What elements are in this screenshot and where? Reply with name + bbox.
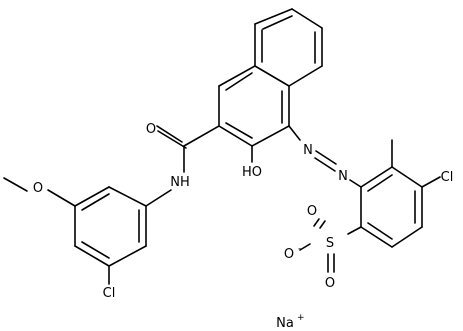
charge-minus: - [298,244,301,254]
bond [251,125,290,147]
charge-plus: + [297,313,305,323]
bond [391,166,423,188]
bond [367,222,393,240]
bond [74,186,110,207]
bond [81,193,110,211]
atom-o-methoxy: O [33,181,43,196]
atom-cl-left: Cl [103,286,116,301]
bond [74,245,110,267]
bond [421,176,441,188]
bond [157,130,187,149]
bond [349,179,362,188]
bond [347,226,362,235]
atom-nh: NH [170,175,190,190]
bond [218,65,256,87]
bond [319,220,326,229]
atom-o-amide: O [146,122,156,137]
atom-labels: O NH HO N N Cl Cl O S O O O - Na + [33,122,453,331]
bond [156,125,183,143]
bond [360,226,393,248]
bond [299,243,311,251]
bond [254,8,293,25]
bond [288,65,323,87]
atom-oh: HO [242,165,262,180]
atom-o-sulfonyl-bottom: O [325,276,335,291]
bond [314,157,336,172]
bond [360,166,393,188]
atom-n1: N [303,143,313,158]
bond [225,122,253,139]
atom-cl-right: Cl [441,170,454,185]
bond [313,218,320,227]
bond [108,245,147,267]
bond [3,177,28,192]
atom-o-sulfonyl-top: O [307,204,317,219]
bond [254,65,290,87]
bond [145,189,172,207]
bond [262,15,293,30]
bond [288,125,301,141]
bond [391,226,423,248]
bond [367,174,393,192]
atom-s: S [326,236,334,251]
bond [47,189,76,207]
atom-o-minus: O [284,247,294,262]
bonds [3,8,441,285]
bond [225,72,253,91]
bond [218,125,253,147]
bond [291,8,323,29]
bond [81,241,110,259]
atom-n2: N [338,169,348,184]
bond [315,150,337,165]
atom-na: Na [276,316,294,331]
bond [183,125,220,147]
bond [108,186,147,207]
